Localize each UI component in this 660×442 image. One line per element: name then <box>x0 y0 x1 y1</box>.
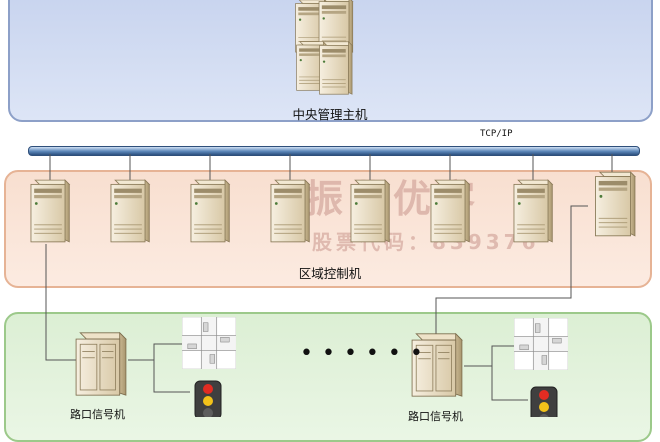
intersection-links <box>45 205 588 401</box>
traffic-light-icon <box>530 386 558 417</box>
server-icon <box>594 171 636 237</box>
server-icon <box>319 41 353 95</box>
traffic-light-icon <box>194 380 222 417</box>
ellipsis: • • • • • • <box>300 341 424 366</box>
server-icon <box>190 179 230 243</box>
protocol-label: TCP/IP <box>480 129 513 139</box>
intersection-group-1 <box>75 317 236 417</box>
server-icon <box>270 179 310 243</box>
intersection-map-icon <box>514 318 568 370</box>
watermark-stock-code: 股票代码：839376 <box>312 230 540 254</box>
central-host-label: 中央管理主机 <box>292 107 368 122</box>
intersection-map-icon <box>182 317 236 369</box>
signal-cabinet-icon <box>75 332 127 396</box>
signal-controller-label-2: 路口信号机 <box>408 410 463 423</box>
central-server-cluster <box>295 0 354 95</box>
signal-controller-label-1: 路口信号机 <box>70 408 125 421</box>
server-icon <box>110 179 150 243</box>
server-icon <box>513 179 553 243</box>
area-server-row <box>30 171 636 243</box>
server-icon <box>30 179 70 243</box>
server-icon <box>350 179 390 243</box>
diagram-graphics <box>30 0 636 417</box>
tcp-ip-bus <box>28 146 640 156</box>
intersection-group-2 <box>411 318 568 417</box>
server-icon <box>430 179 470 243</box>
area-controller-label: 区域控制机 <box>298 266 362 281</box>
